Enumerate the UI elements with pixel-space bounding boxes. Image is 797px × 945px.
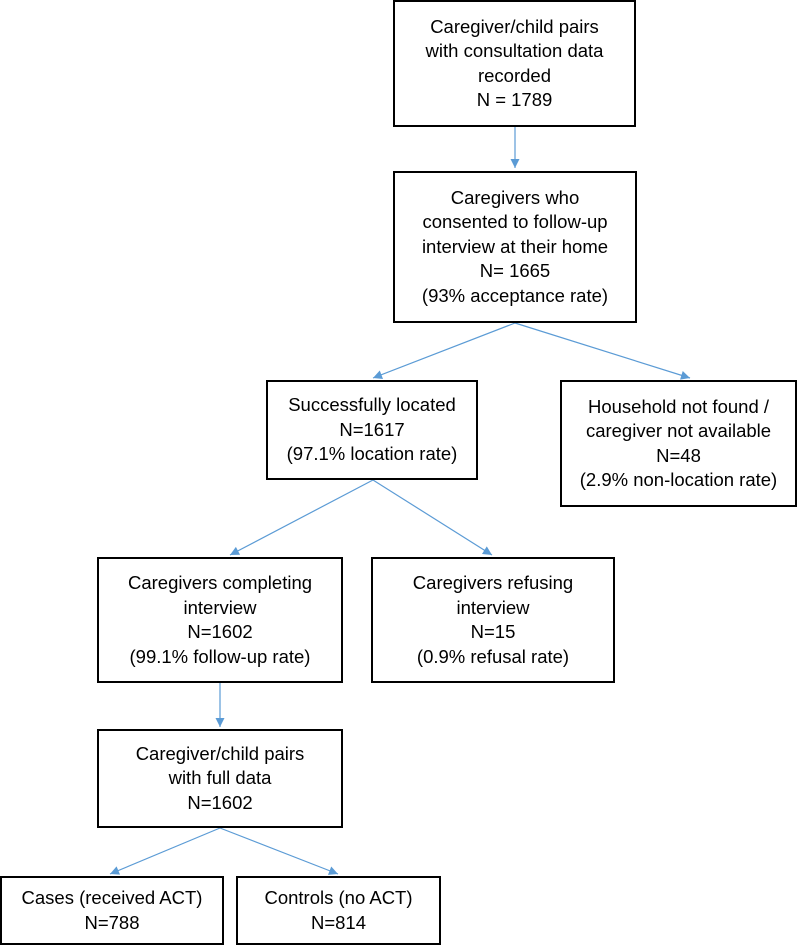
arrowhead: [510, 159, 520, 168]
node-text-line: Household not found /: [587, 395, 770, 417]
node-text-line: (2.9% non-location rate): [579, 469, 778, 490]
node-text-line: N=15: [470, 621, 516, 642]
node-text-line: Caregiver/child pairs: [430, 15, 599, 37]
node-text-line: (99.1% follow-up rate): [129, 645, 311, 667]
node-text-line: consented to follow-up: [422, 211, 608, 233]
node-text-line: Cases (received ACT): [21, 887, 203, 908]
node-text-line: with full data: [168, 767, 272, 789]
node-caregivers-refusing: Caregivers refusing interview N=15 (0.9%…: [371, 557, 615, 683]
node-text-line: N=1602: [187, 791, 253, 813]
arrowhead: [327, 866, 338, 875]
flow-arrow: [219, 827, 339, 875]
arrow-line: [109, 827, 221, 875]
node-text-line: N= 1665: [479, 260, 551, 282]
node-text-line: Caregivers refusing: [412, 572, 574, 593]
node-caregivers-completing: Caregivers completing interview N=1602 (…: [97, 557, 343, 683]
node-text-line: interview: [183, 596, 257, 618]
node-text-line: (93% acceptance rate): [421, 284, 609, 306]
node-text-line: Caregivers who: [450, 186, 580, 208]
node-text-line: Successfully located: [288, 394, 456, 416]
node-text-line: recorded: [477, 64, 551, 86]
node-cases: Cases (received ACT) N=788: [0, 876, 224, 945]
node-text-line: caregiver not available: [585, 420, 772, 441]
arrow-line: [372, 479, 493, 556]
node-text-line: interview: [456, 596, 530, 618]
node-consented: Caregivers who consented to follow-up in…: [393, 171, 637, 323]
node-text-line: N=1617: [339, 418, 405, 440]
arrow-line: [229, 479, 374, 556]
node-text-line: Caregivers completing: [127, 572, 313, 593]
flow-arrow: [109, 827, 221, 875]
flow-arrow: [372, 479, 493, 556]
node-text-line: (0.9% refusal rate): [416, 645, 570, 667]
node-controls: Controls (no ACT) N=814: [236, 876, 441, 945]
node-text-line: N = 1789: [476, 89, 553, 110]
arrowhead: [110, 866, 121, 875]
arrow-line: [219, 827, 339, 875]
node-text-line: Controls (no ACT): [264, 887, 413, 908]
arrow-line: [372, 322, 516, 379]
arrow-line: [514, 322, 691, 379]
arrowhead: [215, 718, 225, 727]
node-text-line: N=814: [310, 911, 367, 933]
flow-arrow: [510, 127, 520, 168]
node-successfully-located: Successfully located N=1617 (97.1% locat…: [266, 380, 478, 480]
node-text-line: N=48: [656, 444, 701, 466]
node-text-line: (97.1% location rate): [286, 443, 458, 465]
flow-arrow: [229, 479, 374, 556]
node-full-data: Caregiver/child pairs with full data N=1…: [97, 729, 343, 828]
flow-arrow: [514, 322, 691, 380]
node-household-not-found: Household not found / caregiver not avai…: [560, 380, 797, 507]
node-text-line: interview at their home: [421, 235, 609, 257]
flow-arrow: [372, 322, 516, 379]
arrowhead: [481, 546, 492, 555]
flow-arrow: [215, 683, 225, 727]
node-text-line: with consultation data: [425, 40, 604, 61]
arrowhead: [680, 371, 690, 380]
arrowhead: [373, 370, 384, 379]
node-text-line: N=1602: [187, 621, 253, 642]
node-text-line: Caregiver/child pairs: [135, 742, 305, 764]
arrowhead: [230, 546, 241, 555]
node-consultation-data: Caregiver/child pairs with consultation …: [393, 0, 636, 127]
node-text-line: N=788: [84, 911, 140, 933]
